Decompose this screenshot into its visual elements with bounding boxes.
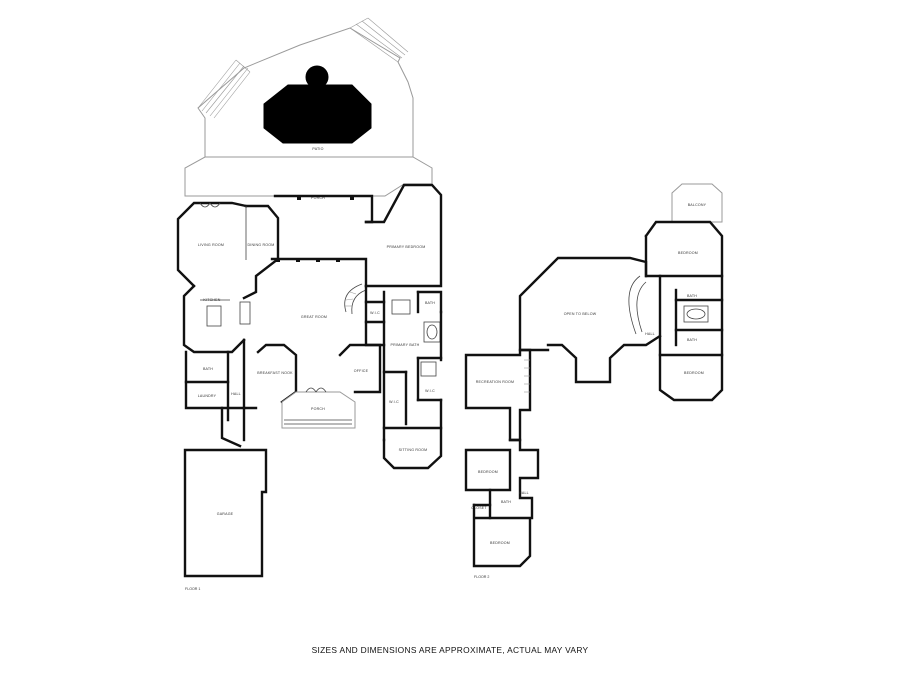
room-label-porch-front: PORCH — [311, 407, 325, 411]
floor-2-label: FLOOR 2 — [474, 575, 489, 579]
room-label-closet: CLOSET — [471, 506, 487, 510]
room-label-office: OFFICE — [354, 369, 369, 373]
room-label-wic-3: W.I.C — [425, 389, 435, 393]
room-label-bath-small: BATH — [203, 367, 213, 371]
room-label-bedroom-e: BEDROOM — [684, 371, 704, 375]
room-label-bath-e: BATH — [687, 338, 697, 342]
room-label-bedroom-ne: BEDROOM — [678, 251, 698, 255]
disclaimer-text: SIZES AND DIMENSIONS ARE APPROXIMATE, AC… — [311, 645, 589, 655]
room-label-kitchen: KITCHEN — [203, 298, 220, 302]
room-label-bedroom-s: BEDROOM — [490, 541, 510, 545]
room-label-bath-ne: BATH — [687, 294, 697, 298]
room-label-hall-3: HALL — [519, 491, 529, 495]
room-label-wic-1: W.I.C — [370, 311, 380, 315]
room-label-hall-2: HALL — [645, 332, 655, 336]
room-label-bedroom-sw: BEDROOM — [478, 470, 498, 474]
room-label-balcony: BALCONY — [688, 203, 707, 207]
room-label-wic-2: W.I.C — [389, 400, 399, 404]
room-label-open-to-below: OPEN TO BELOW — [564, 312, 597, 316]
room-label-hall-1: HALL — [231, 392, 241, 396]
spa — [305, 65, 329, 89]
room-label-great-room: GREAT ROOM — [301, 315, 327, 319]
room-label-recreation-room: RECREATION ROOM — [476, 380, 514, 384]
pool — [263, 84, 372, 144]
room-label-laundry: LAUNDRY — [198, 394, 217, 398]
floor-2-plan: BALCONY BEDROOM BATH BATH BEDROOM OPEN T… — [464, 183, 724, 579]
room-label-bath-1: BATH — [425, 301, 435, 305]
floor-1-plan: PORCH LIVING ROOM DINING ROOM PRIMARY BE… — [176, 156, 443, 591]
room-label-porch-back: PORCH — [311, 196, 325, 200]
room-label-breakfast-nook: BREAKFAST NOOK — [257, 371, 293, 375]
room-label-sitting-room: SITTING ROOM — [399, 448, 428, 452]
room-label-garage: GARAGE — [217, 512, 234, 516]
room-label-dining-room: DINING ROOM — [248, 243, 275, 247]
room-label-living-room: LIVING ROOM — [198, 243, 224, 247]
room-label-primary-bedroom: PRIMARY BEDROOM — [387, 245, 426, 249]
room-label-primary-bath: PRIMARY BATH — [391, 343, 420, 347]
room-label-bath-sw: BATH — [501, 500, 511, 504]
floor-1-label: FLOOR 1 — [185, 587, 200, 591]
room-label-patio: PATIO — [312, 147, 323, 151]
